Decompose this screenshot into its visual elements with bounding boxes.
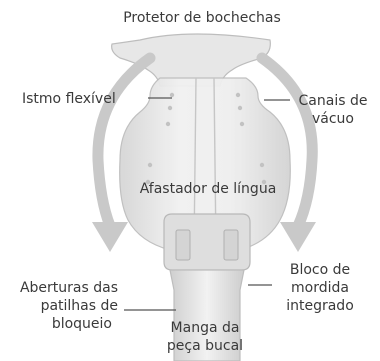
cheek-protector-shape <box>111 33 271 87</box>
label-locking-tab-openings-line1: Aberturas das <box>19 280 118 296</box>
right-arrow-head <box>280 222 316 252</box>
right-vacuum-arrow <box>256 52 318 232</box>
locking-tab-left <box>175 229 191 261</box>
mouthpiece-sleeve-shape <box>169 269 245 361</box>
label-mouthpiece-sleeve-line1: Manga da <box>170 320 240 336</box>
left-arrow-head <box>92 222 128 252</box>
label-locking-tab-openings-line2: patilhas de <box>40 298 118 314</box>
label-bite-block-line3: integrado <box>286 298 354 314</box>
label-flexible-isthmus: Istmo flexível <box>22 91 116 107</box>
label-tongue-retractor: Afastador de língua <box>139 181 277 197</box>
label-bite-block-line2: mordida <box>291 280 349 296</box>
label-vacuum-channels-line1: Canais de <box>298 93 368 109</box>
vacuum-holes <box>145 92 267 185</box>
left-vacuum-arrow <box>92 52 156 232</box>
label-locking-tab-openings-line3: bloqueio <box>51 316 112 332</box>
label-bite-block-line1: Bloco de <box>289 262 351 278</box>
label-vacuum-channels-line2: vácuo <box>312 111 354 127</box>
label-cheek-protector: Protetor de bochechas <box>123 10 281 26</box>
label-mouthpiece-sleeve-line2: peça bucal <box>166 338 244 354</box>
locking-tab-right <box>223 229 239 261</box>
